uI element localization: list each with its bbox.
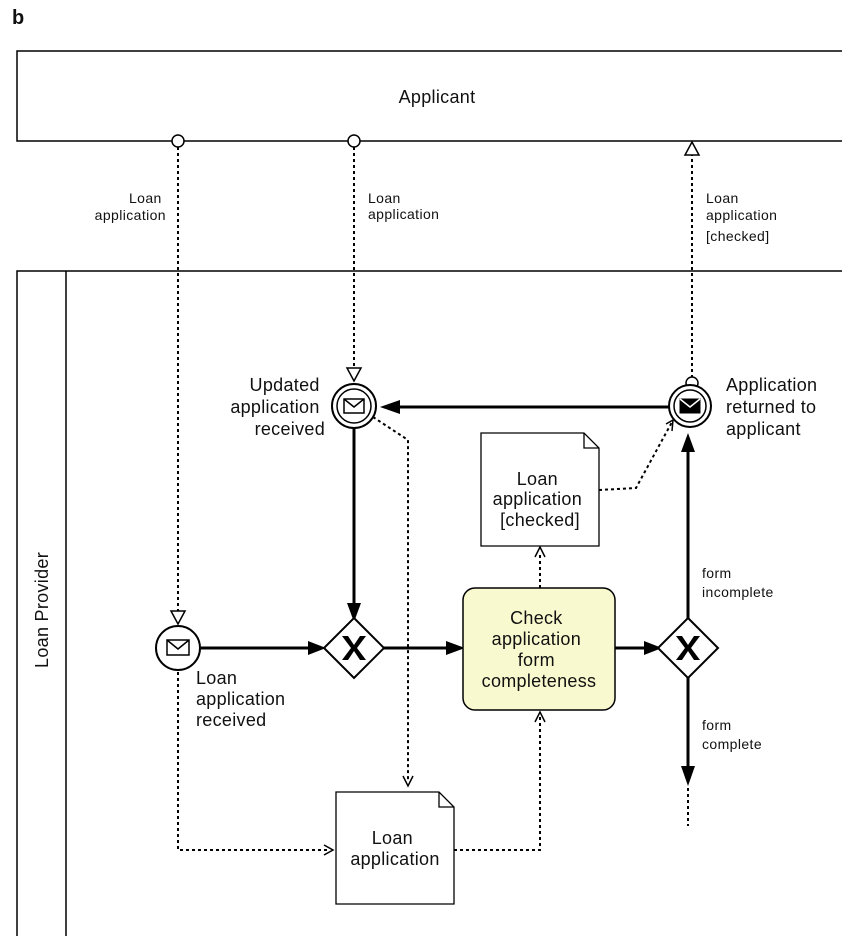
data-associations xyxy=(177,416,674,856)
envelope-icon xyxy=(343,398,365,414)
loan-provider-pool-label: Loan Provider xyxy=(32,552,52,668)
task-check-application: Check application form completeness xyxy=(462,587,616,711)
panel-label: b xyxy=(12,7,24,29)
message-flow-right-label: Loan application [checked] xyxy=(706,190,782,244)
returned-event-label: Application returned to applicant xyxy=(726,375,823,439)
message-flow-right: Loan application [checked] xyxy=(683,140,782,390)
application-doc-label: Loan application xyxy=(350,828,439,869)
start-event-label: Loan application received xyxy=(196,668,291,730)
checked-doc-label: Loan application [checked] xyxy=(493,469,588,530)
data-object-loan-application: Loan application xyxy=(335,791,455,905)
applicant-pool-label: Applicant xyxy=(399,87,476,107)
message-flow-middle-label: Loan application xyxy=(368,190,439,222)
x-marker-icon xyxy=(342,636,366,660)
start-event-loan-application-received: Loan application received xyxy=(155,625,291,730)
exclusive-gateway-split xyxy=(656,616,720,680)
loan-provider-pool: Loan Provider xyxy=(16,270,842,936)
message-flow-middle: Loan application xyxy=(345,134,439,383)
condition-form-complete: form complete xyxy=(702,717,762,752)
condition-form-incomplete: form incomplete xyxy=(702,565,774,600)
envelope-icon xyxy=(166,639,190,656)
intermediate-event-updated-application-received: Updated application received xyxy=(230,375,377,439)
exclusive-gateway-merge xyxy=(322,616,386,680)
sequence-flows xyxy=(201,400,695,826)
message-flow-left-label: Loan application xyxy=(95,190,166,223)
filled-envelope-icon xyxy=(679,398,701,414)
intermediate-event-application-returned: Application returned to applicant xyxy=(668,375,823,439)
x-marker-icon xyxy=(676,636,700,660)
applicant-pool: Applicant xyxy=(16,50,842,142)
message-flow-left: Loan application xyxy=(95,134,187,626)
task-label: Check application form completeness xyxy=(482,608,597,691)
updated-event-label: Updated application received xyxy=(230,375,325,439)
data-object-loan-application-checked: Loan application [checked] xyxy=(480,432,600,547)
